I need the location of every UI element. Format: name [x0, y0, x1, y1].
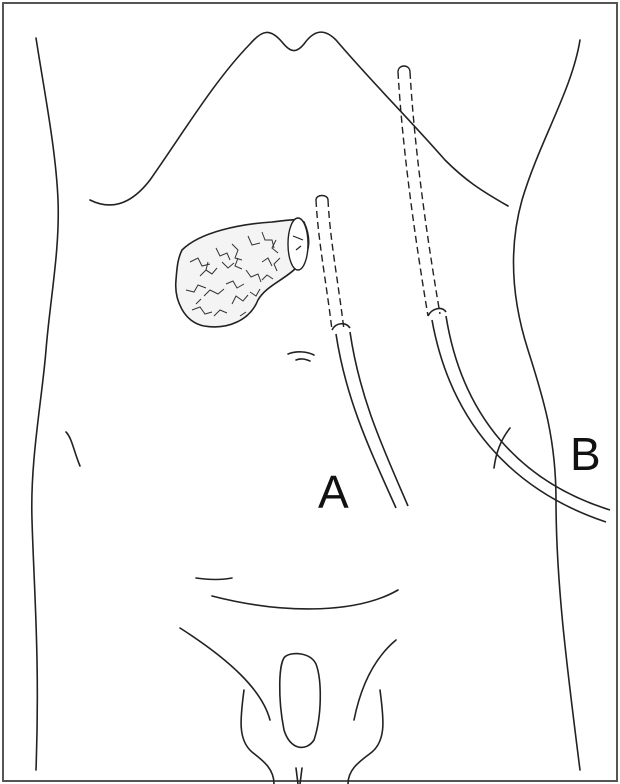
label-a: A	[318, 466, 349, 518]
penis	[280, 654, 321, 748]
body-right-edge	[513, 40, 580, 770]
torso-outline	[32, 32, 580, 784]
graft-cut-end	[288, 218, 308, 270]
catheter-a	[316, 196, 408, 509]
scrotum-left	[241, 690, 274, 784]
groin-line	[212, 590, 398, 609]
body-left-edge	[32, 38, 58, 770]
label-b: B	[570, 428, 601, 480]
frame-border	[3, 3, 617, 781]
spleen-graft	[176, 218, 309, 327]
chest-contour	[90, 32, 508, 206]
navel	[288, 352, 314, 355]
left-hip-mark	[66, 432, 80, 466]
